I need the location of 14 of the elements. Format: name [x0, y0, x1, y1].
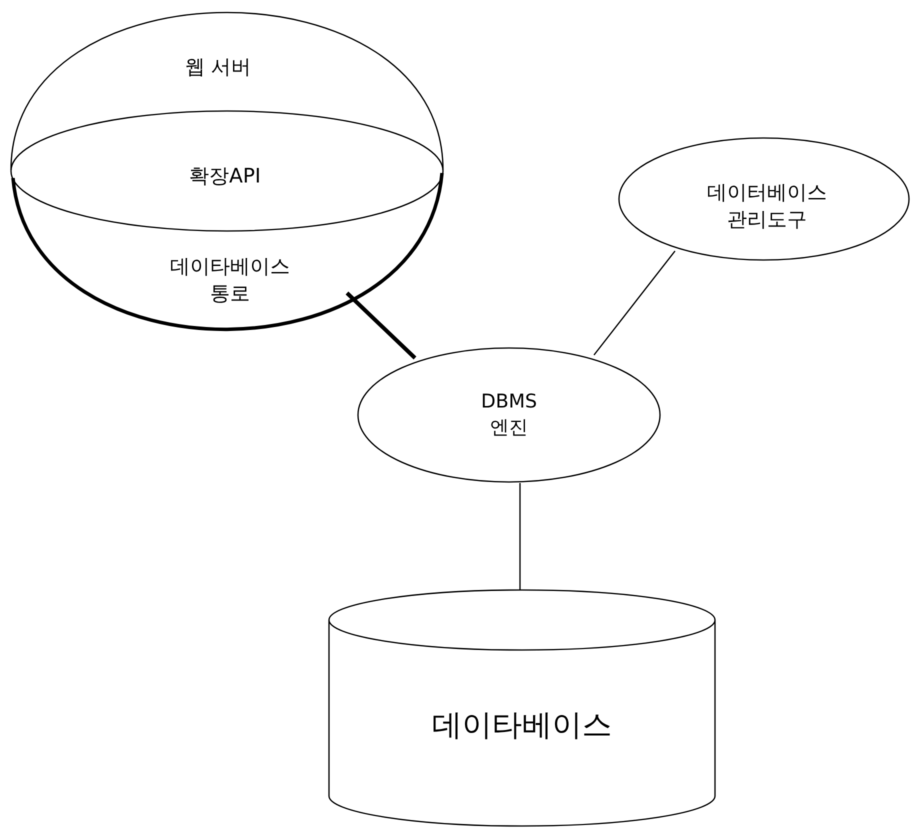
- ellipse-node: [10, 110, 444, 232]
- dome-shape: [10, 12, 444, 334]
- ellipse-node: [618, 137, 910, 261]
- ellipse-node: [357, 347, 661, 483]
- node-label: 데이타베이스: [432, 706, 612, 745]
- connector-line: [519, 483, 521, 590]
- node-label: 데이터베이스 관리도구: [706, 179, 828, 233]
- node-label: 데이타베이스 통로: [169, 253, 291, 307]
- node-label: 확장API: [189, 162, 261, 190]
- connector-line: [346, 292, 416, 360]
- database-cylinder: [328, 590, 716, 826]
- connector-line: [593, 250, 676, 356]
- node-label: DBMS 엔진: [480, 389, 538, 440]
- node-label: 웹 서버: [184, 54, 252, 80]
